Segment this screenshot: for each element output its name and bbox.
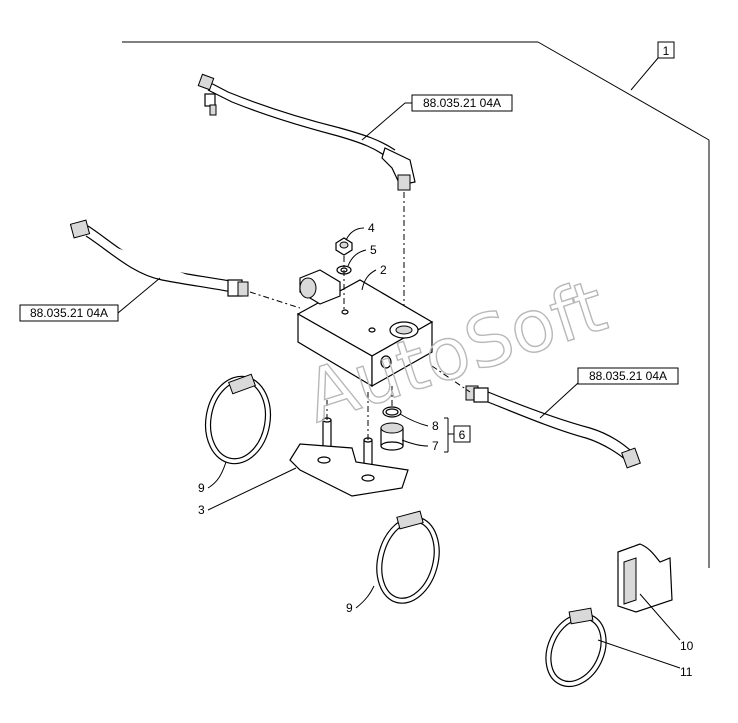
right-ref-text: 88.035.21 04A	[589, 369, 667, 383]
callout-9-lower[interactable]: 9	[346, 585, 375, 615]
hose-clamp-part-9-upper[interactable]	[199, 371, 277, 469]
kit-number-box[interactable]: 6	[453, 425, 471, 443]
right-pipe[interactable]	[465, 385, 641, 469]
callout-9-upper[interactable]: 9	[198, 461, 227, 495]
left-ref-text: 88.035.21 04A	[30, 306, 108, 320]
hose-clamp-part-9-lower[interactable]	[368, 510, 449, 611]
svg-text:8: 8	[432, 419, 439, 433]
svg-text:9: 9	[198, 481, 205, 495]
svg-text:6: 6	[459, 428, 466, 442]
callout-3[interactable]: 3	[198, 467, 297, 517]
hose-clamp-part-11[interactable]	[535, 604, 618, 697]
mounting-plate-part-3[interactable]	[289, 443, 409, 497]
assembly-number-box[interactable]: 1	[657, 41, 675, 59]
svg-text:3: 3	[198, 503, 205, 517]
kit-bracket	[444, 417, 454, 453]
o-ring-part-8[interactable]	[382, 406, 402, 418]
callout-8[interactable]: 8	[399, 413, 439, 433]
svg-text:11: 11	[680, 665, 693, 679]
svg-text:10: 10	[680, 639, 694, 653]
callout-10[interactable]: 10	[639, 593, 694, 653]
svg-text:9: 9	[346, 601, 353, 615]
left-ref-label[interactable]: 88.035.21 04A	[19, 277, 161, 322]
top-pipe[interactable]	[197, 73, 416, 191]
svg-text:4: 4	[368, 221, 375, 235]
centerline-left	[249, 291, 301, 309]
callout-11[interactable]: 11	[597, 639, 693, 679]
valve-block[interactable]	[296, 269, 434, 388]
left-pipe[interactable]	[69, 219, 249, 297]
centerline-right	[431, 365, 471, 393]
rubber-cushion-part-10[interactable]	[617, 543, 673, 613]
top-ref-text: 88.035.21 04A	[423, 96, 501, 110]
svg-text:5: 5	[370, 243, 377, 257]
callout-7[interactable]: 7	[401, 439, 439, 453]
right-ref-label[interactable]: 88.035.21 04A	[539, 367, 679, 419]
assembly-outline	[122, 41, 710, 568]
callout-5[interactable]: 5	[347, 243, 377, 267]
svg-text:7: 7	[432, 439, 439, 453]
callout-4[interactable]: 4	[345, 221, 375, 241]
nut-part-4[interactable]	[335, 237, 353, 256]
plug-part-7[interactable]	[380, 422, 404, 451]
svg-text:2: 2	[380, 263, 387, 277]
callout-2[interactable]: 2	[361, 263, 387, 291]
assembly-number: 1	[663, 44, 670, 58]
top-ref-label[interactable]: 88.035.21 04A	[361, 94, 513, 141]
